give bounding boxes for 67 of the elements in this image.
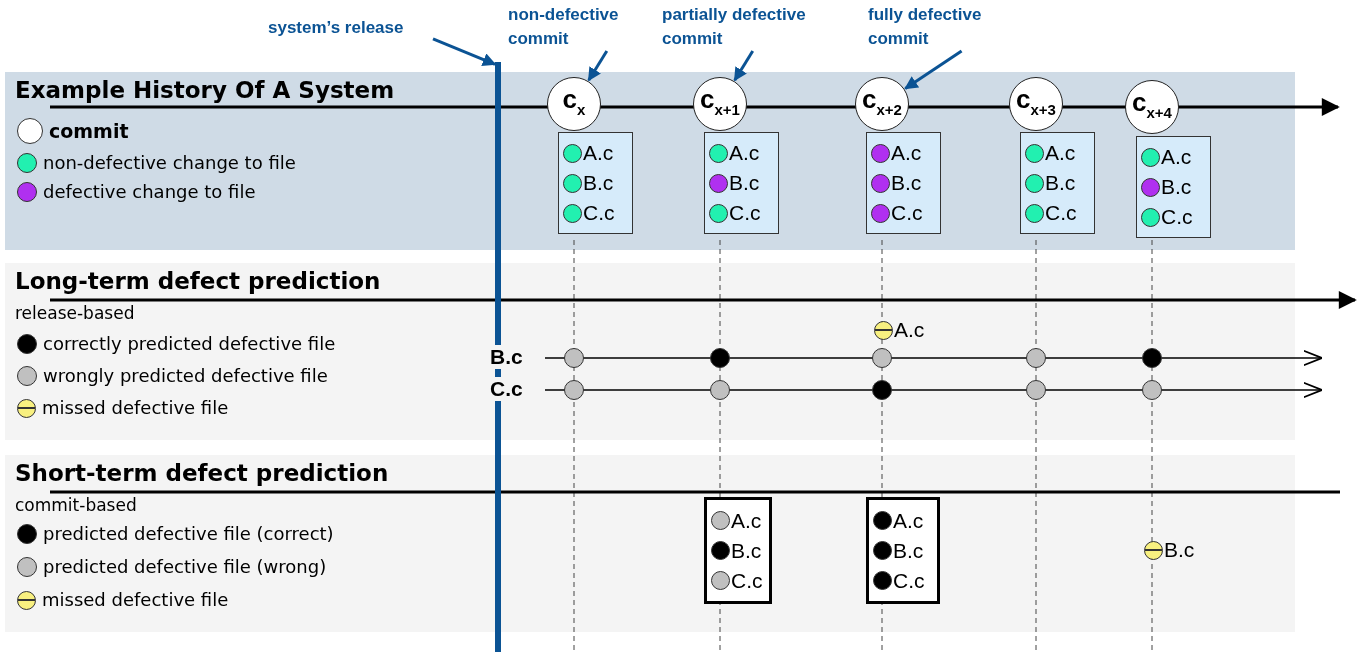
file-name: C.c bbox=[1045, 201, 1077, 225]
legend-text: correctly predicted defective file bbox=[43, 333, 336, 355]
legend-text: predicted defective file (correct) bbox=[43, 523, 334, 545]
file-name: B.c bbox=[731, 538, 762, 563]
callout-text: fully defective commit bbox=[868, 5, 982, 48]
commit-circle bbox=[1009, 77, 1063, 131]
section-panel bbox=[5, 72, 1295, 250]
section-subtitle: release-based bbox=[15, 303, 135, 323]
legend-text: missed defective file bbox=[42, 397, 229, 419]
prediction-box bbox=[866, 497, 940, 604]
file-name: C.c bbox=[893, 568, 925, 593]
file-name: C.c bbox=[583, 201, 615, 225]
file-name: B.c bbox=[1045, 171, 1076, 195]
commit-circle bbox=[855, 77, 909, 131]
callout-arrow bbox=[432, 37, 497, 66]
file-name: B.c bbox=[1161, 175, 1192, 199]
section-panel bbox=[5, 455, 1295, 632]
legend-text: non-defective change to file bbox=[43, 152, 296, 174]
prediction-box bbox=[704, 497, 772, 604]
file-list-box bbox=[558, 132, 633, 234]
file-list-box bbox=[866, 132, 941, 234]
section-heading: Example History Of A System bbox=[15, 77, 395, 103]
file-name: C.c bbox=[891, 201, 923, 225]
row-label: B.c bbox=[488, 345, 525, 369]
section-panel bbox=[5, 263, 1295, 440]
legend-text: missed defective file bbox=[42, 589, 229, 611]
file-list-box bbox=[1020, 132, 1095, 234]
section-heading: Short-term defect prediction bbox=[15, 460, 389, 486]
commit-label: c$_{x}$ bbox=[562, 85, 586, 117]
file-list-box bbox=[704, 132, 779, 234]
callout-text: non-defective commit bbox=[508, 5, 619, 48]
commit-label: c$_{x+3}$ bbox=[1016, 85, 1056, 117]
file-name: B.c bbox=[583, 171, 614, 195]
file-name: C.c bbox=[731, 568, 763, 593]
callout-text: system’s release bbox=[268, 18, 404, 37]
file-name: A.c bbox=[1045, 141, 1076, 165]
legend-text: defective change to file bbox=[43, 181, 256, 203]
legend-text: commit bbox=[49, 120, 129, 142]
legend-text: wrongly predicted defective file bbox=[43, 365, 328, 387]
file-name: B.c bbox=[891, 171, 922, 195]
file-name: A.c bbox=[731, 508, 762, 533]
file-name: A.c bbox=[1161, 145, 1192, 169]
file-name: C.c bbox=[729, 201, 761, 225]
file-name: C.c bbox=[1161, 205, 1193, 229]
file-name: A.c bbox=[891, 141, 922, 165]
file-name: A.c bbox=[729, 141, 760, 165]
callout-arrow bbox=[904, 49, 963, 90]
file-name: A.c bbox=[894, 318, 925, 342]
file-name: A.c bbox=[583, 141, 614, 165]
section-subtitle: commit-based bbox=[15, 495, 137, 515]
file-name: B.c bbox=[729, 171, 760, 195]
commit-label: c$_{x+1}$ bbox=[700, 85, 740, 117]
file-name: A.c bbox=[893, 508, 924, 533]
legend-text: predicted defective file (wrong) bbox=[43, 556, 327, 578]
callout-text: partially defective commit bbox=[662, 5, 806, 48]
row-label: C.c bbox=[488, 377, 525, 401]
callout-arrow bbox=[733, 50, 755, 82]
file-name: B.c bbox=[1164, 538, 1195, 562]
commit-circle bbox=[1125, 80, 1179, 134]
commit-label: c$_{x+2}$ bbox=[862, 85, 902, 117]
file-list-box bbox=[1136, 136, 1211, 238]
commit-circle bbox=[693, 77, 747, 131]
section-heading: Long-term defect prediction bbox=[15, 268, 381, 294]
file-name: B.c bbox=[893, 538, 924, 563]
commit-circle bbox=[547, 77, 601, 131]
callout-arrow bbox=[587, 50, 609, 82]
commit-label: c$_{x+4}$ bbox=[1132, 88, 1172, 120]
